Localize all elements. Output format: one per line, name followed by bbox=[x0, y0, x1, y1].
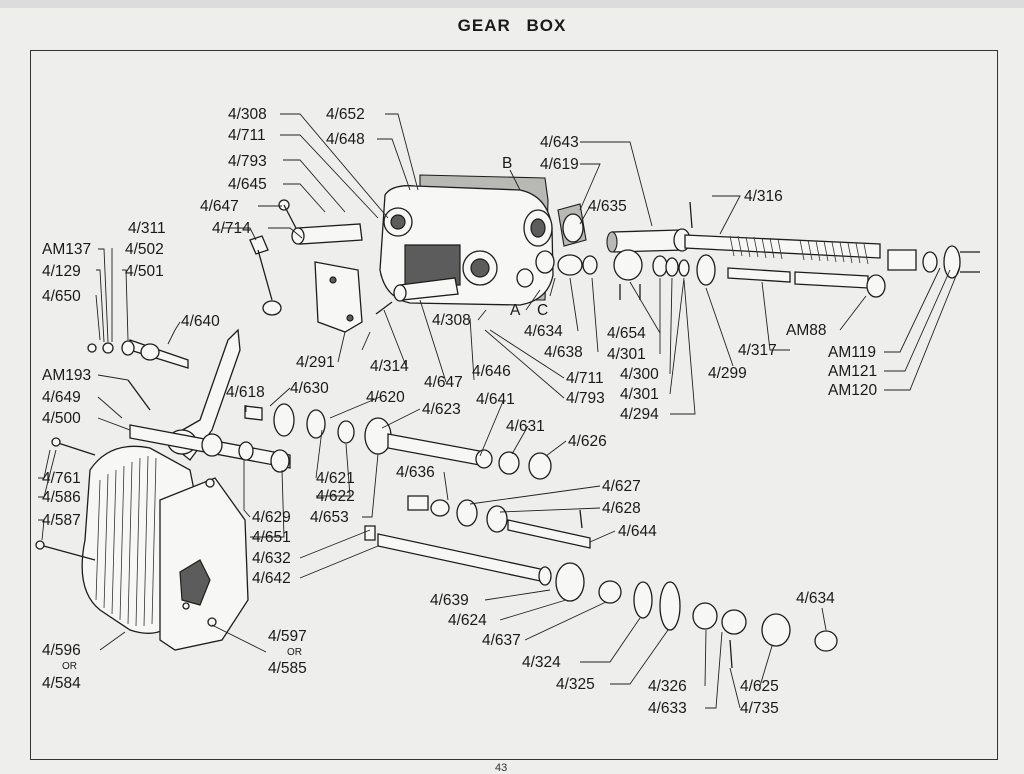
label-4-308-top: 4/308 bbox=[228, 106, 267, 123]
label-4-639: 4/639 bbox=[430, 592, 469, 609]
diagram-frame bbox=[30, 50, 998, 760]
label-4-308-mid: 4/308 bbox=[432, 312, 471, 329]
label-4-714: 4/714 bbox=[212, 220, 251, 237]
label-4-621: 4/621 bbox=[316, 470, 355, 487]
label-4-634-mid: 4/634 bbox=[524, 323, 563, 340]
quadrant-arm bbox=[87, 328, 291, 473]
label-4-500: 4/500 bbox=[42, 410, 81, 427]
label-am193: AM193 bbox=[42, 367, 91, 384]
label-4-314: 4/314 bbox=[370, 358, 409, 375]
label-4-645: 4/645 bbox=[228, 176, 267, 193]
label-am120: AM120 bbox=[828, 382, 877, 399]
label-4-636: 4/636 bbox=[396, 464, 435, 481]
label-4-652: 4/652 bbox=[326, 106, 365, 123]
label-4-584: 4/584 bbox=[42, 675, 81, 692]
label-4-624: 4/624 bbox=[448, 612, 487, 629]
label-4-632: 4/632 bbox=[252, 550, 291, 567]
label-4-653: 4/653 bbox=[310, 509, 349, 526]
label-4-619: 4/619 bbox=[540, 156, 579, 173]
label-4-643: 4/643 bbox=[540, 134, 579, 151]
label-4-651: 4/651 bbox=[252, 529, 291, 546]
label-4-620: 4/620 bbox=[366, 389, 405, 406]
label-am137: AM137 bbox=[42, 241, 91, 258]
label-4-622: 4/622 bbox=[316, 488, 355, 505]
label-4-625: 4/625 bbox=[740, 678, 779, 695]
lower-gear-row bbox=[364, 495, 838, 669]
label-b: B bbox=[502, 155, 512, 172]
label-4-628: 4/628 bbox=[602, 500, 641, 517]
label-4-586: 4/586 bbox=[42, 489, 81, 506]
label-4-585: 4/585 bbox=[268, 660, 307, 677]
label-4-631: 4/631 bbox=[506, 418, 545, 435]
label-4-623: 4/623 bbox=[422, 401, 461, 418]
label-4-646: 4/646 bbox=[472, 363, 511, 380]
label-4-647-mid: 4/647 bbox=[424, 374, 463, 391]
label-am119: AM119 bbox=[828, 344, 876, 361]
label-4-637: 4/637 bbox=[482, 632, 521, 649]
label-4-634-low: 4/634 bbox=[796, 590, 835, 607]
label-am88: AM88 bbox=[786, 322, 827, 339]
label-4-650: 4/650 bbox=[42, 288, 81, 305]
label-4-640: 4/640 bbox=[181, 313, 220, 330]
label-4-647-top: 4/647 bbox=[200, 198, 239, 215]
label-4-711-mid: 4/711 bbox=[566, 370, 604, 387]
label-4-633: 4/633 bbox=[648, 700, 687, 717]
label-a: A bbox=[510, 302, 521, 319]
label-4-301-a: 4/301 bbox=[607, 346, 646, 363]
page-number: 43 bbox=[495, 762, 508, 774]
label-4-630: 4/630 bbox=[290, 380, 329, 397]
label-4-324: 4/324 bbox=[522, 654, 561, 671]
top-band bbox=[0, 0, 1024, 8]
label-4-642: 4/642 bbox=[252, 570, 291, 587]
gearbox-housing bbox=[379, 174, 555, 306]
label-or-right: OR bbox=[287, 647, 302, 658]
page-title: GEAR BOX bbox=[457, 16, 567, 35]
part-labels: 4/308 4/711 4/793 4/645 4/647 4/714 4/31… bbox=[42, 106, 877, 717]
label-4-629: 4/629 bbox=[252, 509, 291, 526]
label-or-left: OR bbox=[62, 661, 77, 672]
label-4-316: 4/316 bbox=[744, 188, 783, 205]
label-4-627: 4/627 bbox=[602, 478, 641, 495]
label-4-596: 4/596 bbox=[42, 642, 81, 659]
label-4-301-b: 4/301 bbox=[620, 386, 659, 403]
label-4-641: 4/641 bbox=[476, 391, 515, 408]
label-4-311: 4/311 bbox=[128, 220, 166, 237]
label-c: C bbox=[537, 302, 548, 319]
label-4-793-mid: 4/793 bbox=[566, 390, 605, 407]
label-4-325: 4/325 bbox=[556, 676, 595, 693]
label-am121: AM121 bbox=[828, 363, 877, 380]
top-shaft-assembly bbox=[557, 201, 980, 300]
label-4-502: 4/502 bbox=[125, 241, 164, 258]
label-4-626: 4/626 bbox=[568, 433, 607, 450]
label-4-317: 4/317 bbox=[738, 342, 777, 359]
label-4-654: 4/654 bbox=[607, 325, 646, 342]
label-4-793-top: 4/793 bbox=[228, 153, 267, 170]
label-4-597: 4/597 bbox=[268, 628, 307, 645]
label-4-129: 4/129 bbox=[42, 263, 81, 280]
shifter-plate bbox=[249, 199, 459, 333]
label-4-638: 4/638 bbox=[544, 344, 583, 361]
label-4-735: 4/735 bbox=[740, 700, 779, 717]
label-4-711-top: 4/711 bbox=[228, 127, 266, 144]
label-4-649: 4/649 bbox=[42, 389, 81, 406]
label-4-618: 4/618 bbox=[226, 384, 265, 401]
label-4-299: 4/299 bbox=[708, 365, 747, 382]
end-cover bbox=[35, 437, 249, 651]
label-4-761: 4/761 bbox=[42, 470, 81, 487]
label-4-644: 4/644 bbox=[618, 523, 657, 540]
label-4-501: 4/501 bbox=[125, 263, 164, 280]
label-4-648: 4/648 bbox=[326, 131, 365, 148]
upper-gear-row bbox=[244, 403, 552, 480]
label-4-300: 4/300 bbox=[620, 366, 659, 383]
label-4-587: 4/587 bbox=[42, 512, 81, 529]
label-4-635: 4/635 bbox=[588, 198, 627, 215]
label-4-291: 4/291 bbox=[296, 354, 335, 371]
leader-lines bbox=[38, 113, 961, 709]
label-4-326: 4/326 bbox=[648, 678, 687, 695]
worm-thread bbox=[729, 235, 869, 265]
label-4-294: 4/294 bbox=[620, 406, 659, 423]
